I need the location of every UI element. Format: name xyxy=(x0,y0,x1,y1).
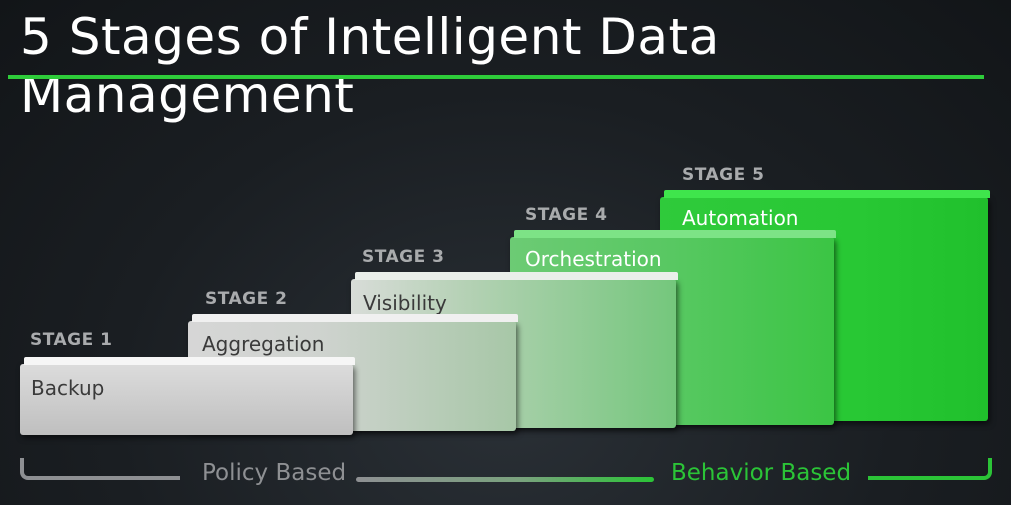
stage-2-name: Aggregation xyxy=(202,332,325,356)
slide-title: 5 Stages of Intelligent Data Management xyxy=(20,8,720,124)
stage-1-name: Backup xyxy=(31,376,105,400)
title-underline xyxy=(8,75,984,79)
stage-2-block-top xyxy=(192,314,518,322)
stage-5-name: Automation xyxy=(682,206,799,230)
behavior-bracket xyxy=(868,458,992,480)
policy-based-label: Policy Based xyxy=(202,460,347,486)
stage-4-block-top xyxy=(514,230,836,238)
behavior-based-label: Behavior Based xyxy=(671,460,852,486)
stage-4-label: STAGE 4 xyxy=(525,205,608,225)
policy-bracket xyxy=(20,458,180,480)
stage-5-label: STAGE 5 xyxy=(682,165,765,185)
stage-1-label: STAGE 1 xyxy=(30,330,113,350)
stage-4-name: Orchestration xyxy=(525,247,662,271)
transition-bracket xyxy=(356,477,654,482)
stage-3-label: STAGE 3 xyxy=(362,247,445,267)
stage-1-block-top xyxy=(24,357,355,365)
stage-1-block: Backup xyxy=(20,357,355,435)
stage-3-name: Visibility xyxy=(363,291,447,315)
stage-2-label: STAGE 2 xyxy=(205,289,288,309)
stage-3-block-top xyxy=(355,272,678,280)
stage-5-block-top xyxy=(664,190,990,198)
